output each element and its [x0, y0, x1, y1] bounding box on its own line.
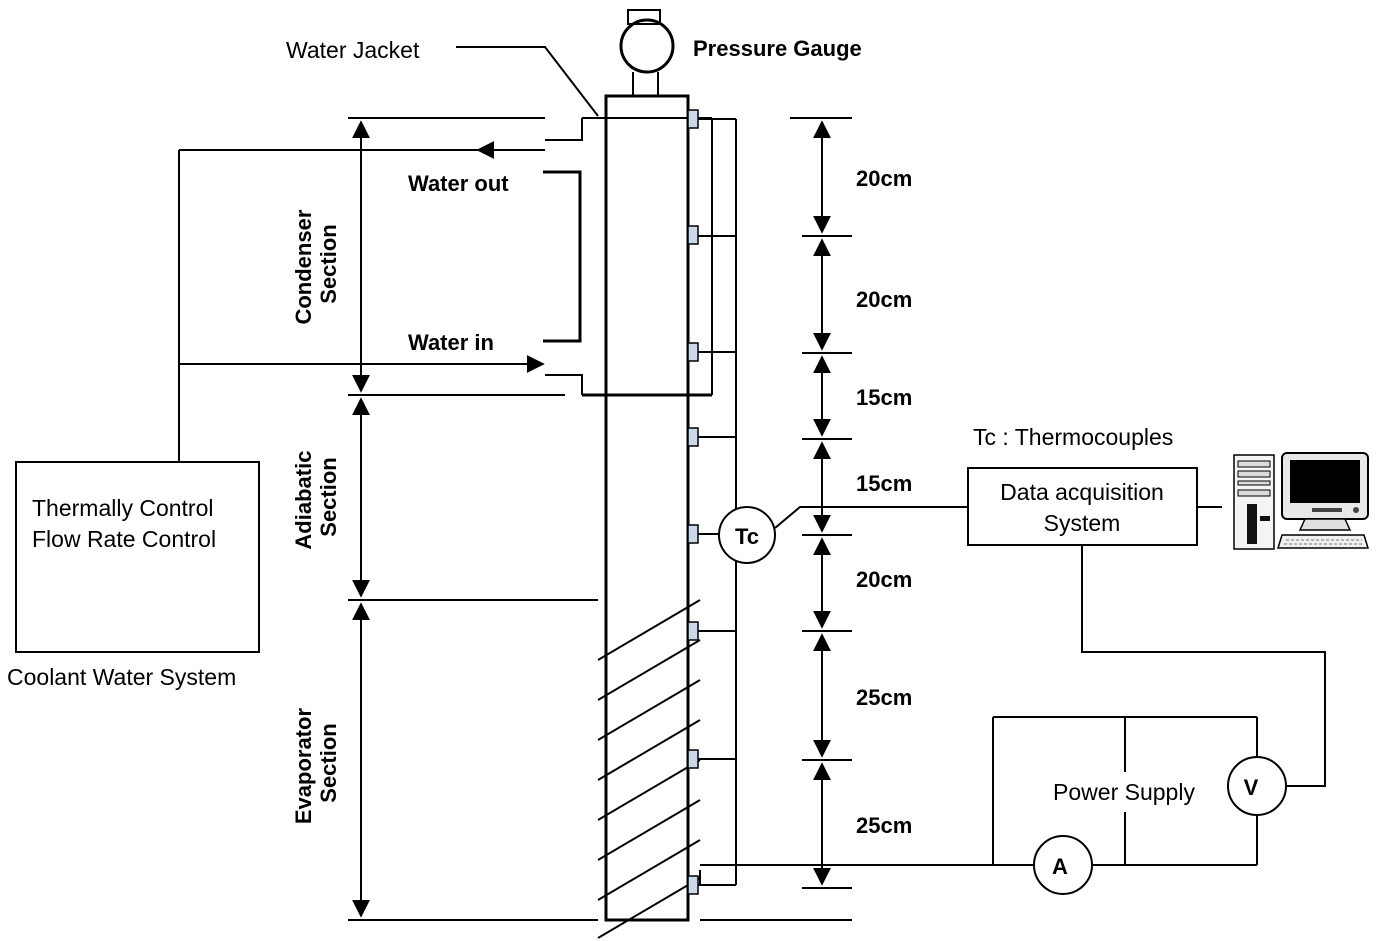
water-in-label: Water in [408, 330, 494, 355]
ammeter-label: A [1052, 854, 1068, 879]
condenser-section-label: Condenser Section [291, 203, 341, 324]
control-box-line-1: Thermally Control [32, 495, 214, 521]
spacing-label-1: 20cm [856, 166, 912, 191]
pressure-gauge-label: Pressure Gauge [693, 36, 862, 61]
tc-junction [718, 506, 776, 564]
spacing-label-5: 20cm [856, 567, 912, 592]
adiabatic-section-label: Adiabatic Section [291, 444, 341, 549]
spacing-label-6: 25cm [856, 685, 912, 710]
power-supply-label: Power Supply [1053, 779, 1195, 805]
thermocouple-1 [687, 109, 699, 129]
daq-line-1: Data acquisition [1000, 479, 1164, 505]
spacing-dimensions [700, 117, 852, 921]
thermocouple-3 [687, 342, 699, 362]
spacing-label-2: 20cm [856, 287, 912, 312]
tc-junction-label: Tc [735, 524, 759, 549]
pressure-gauge [619, 9, 675, 96]
thermocouple-7 [687, 749, 699, 769]
daq-line-2: System [1044, 510, 1121, 536]
evaporator-section-label: Evaporator Section [291, 702, 341, 824]
control-box-line-2: Flow Rate Control [32, 526, 216, 552]
thermocouple-wiring [698, 118, 737, 886]
ammeter [1033, 835, 1093, 895]
voltmeter-label: V [1244, 775, 1259, 800]
coolant-system-label: Coolant Water System [7, 664, 236, 690]
voltmeter [1227, 756, 1287, 816]
tc-legend: Tc : Thermocouples [973, 424, 1173, 450]
coolant-loop [178, 141, 582, 462]
thermocouple-4 [687, 427, 699, 447]
spacing-labels: 20cm 20cm 15cm 15cm 20cm 25cm 25cm [856, 166, 912, 838]
computer-icon [1233, 452, 1370, 550]
water-jacket-leader [456, 46, 599, 117]
spacing-label-3: 15cm [856, 385, 912, 410]
daq-to-voltmeter-wire [1081, 545, 1326, 787]
tc-to-daq-wire [774, 506, 968, 529]
power-circuit [700, 716, 1258, 866]
heat-pipe [604, 94, 690, 922]
coolant-control-box [15, 461, 260, 653]
section-boundaries [348, 117, 598, 921]
thermocouple-6 [687, 621, 699, 641]
water-jacket-label: Water Jacket [286, 37, 420, 63]
spacing-label-4: 15cm [856, 471, 912, 496]
thermocouple-5 [687, 524, 699, 544]
water-out-label: Water out [408, 171, 509, 196]
thermocouple-8 [687, 875, 699, 895]
spacing-label-7: 25cm [856, 813, 912, 838]
thermocouple-2 [687, 225, 699, 245]
heater-hatching [597, 599, 701, 939]
